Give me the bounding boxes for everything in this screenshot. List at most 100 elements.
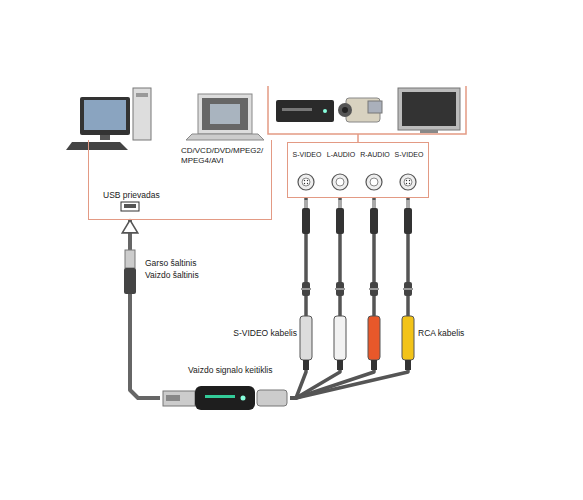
video-converter	[166, 395, 180, 401]
av-sockets	[409, 183, 410, 184]
usb-plug	[124, 250, 136, 294]
cable-plugs	[370, 208, 378, 234]
cable-plugs	[338, 200, 342, 208]
av-sockets	[298, 174, 314, 190]
av-cable	[290, 198, 408, 398]
av-sockets	[400, 174, 416, 190]
part-label: USB prievadas	[103, 190, 160, 200]
camcorder	[338, 98, 382, 122]
cable-plugs	[302, 282, 310, 296]
av-sockets	[409, 180, 410, 181]
signal-name: R-AUDIO	[360, 151, 390, 159]
av-sockets	[302, 178, 310, 186]
desktop-computer	[84, 100, 126, 130]
usb-plug	[124, 268, 136, 294]
cable-plugs	[372, 200, 376, 208]
video-converter	[205, 395, 235, 398]
cable-plugs	[368, 316, 380, 360]
av-sockets	[366, 174, 382, 190]
laptop	[202, 98, 248, 130]
av-sockets	[332, 174, 348, 190]
av-sockets	[336, 178, 344, 186]
usb-port	[124, 204, 136, 208]
signal-source: Vaizdo šaltinis	[145, 270, 199, 280]
cable-plugs	[300, 200, 414, 370]
laptop	[210, 104, 240, 124]
av-sockets	[298, 174, 416, 190]
cable-plugs	[371, 360, 377, 370]
device-bracket	[357, 134, 359, 142]
cable-plugs	[304, 200, 308, 208]
device-bracket	[268, 86, 466, 142]
cable-plugs	[301, 288, 311, 290]
cable-plugs	[369, 288, 379, 290]
av-sockets	[370, 178, 378, 186]
device-bracket	[268, 86, 466, 134]
dvd-player	[276, 100, 334, 122]
television	[420, 130, 438, 133]
av-sockets	[307, 183, 308, 184]
video-converter	[241, 396, 246, 401]
av-sockets	[406, 180, 407, 181]
dvd-player	[323, 109, 327, 113]
part-label: CD/VCD/DVD/MPEG2/ MPEG4/AVI	[181, 146, 267, 165]
av-cable	[290, 198, 374, 398]
television	[398, 88, 460, 130]
dvd-player	[276, 100, 334, 122]
cable-plugs	[403, 288, 413, 290]
cable-plugs	[336, 282, 344, 296]
computer-frame: USB prievadas CD/VCD/DVD/MPEG2/ MPEG4/AVI	[88, 140, 272, 220]
signal-name: L-AUDIO	[327, 151, 355, 159]
usb-port	[121, 202, 139, 211]
usb-port	[121, 202, 139, 211]
video-converter	[163, 386, 287, 410]
laptop	[186, 94, 264, 140]
laptop	[198, 94, 252, 134]
camcorder	[368, 101, 382, 113]
signal-name: S-VIDEO	[293, 151, 322, 159]
video-converter	[163, 391, 195, 406]
cable-plugs	[302, 208, 310, 234]
signal-name: S-VIDEO	[395, 151, 424, 159]
av-sockets	[406, 183, 407, 184]
desktop-computer	[136, 93, 148, 97]
connector-panel: S-VIDEO L-AUDIO R-AUDIO S-VIDEO	[287, 142, 429, 198]
camcorder	[342, 107, 348, 113]
av-sockets	[404, 178, 412, 186]
av-sockets	[304, 180, 305, 181]
usb-plug	[125, 250, 135, 268]
cable-plugs	[334, 316, 346, 360]
camcorder	[338, 103, 352, 117]
signal-source: Garso šaltinis	[145, 258, 197, 268]
desktop-computer	[66, 142, 128, 150]
dvd-player	[282, 108, 312, 111]
cable-plugs	[300, 316, 312, 360]
cable-plugs	[402, 316, 414, 360]
cable-plugs	[405, 360, 411, 370]
av-sockets	[307, 180, 308, 181]
video-converter	[195, 386, 255, 410]
cable-name: S-VIDEO kabelis	[233, 328, 297, 338]
desktop-computer	[66, 88, 151, 150]
cable-plugs	[370, 282, 378, 296]
cable-plugs	[404, 282, 412, 296]
cable-plugs	[406, 200, 410, 208]
av-cable	[290, 198, 340, 398]
usb-cable	[130, 220, 160, 398]
part-label: Vaizdo signalo keitiklis	[188, 365, 272, 375]
cable-plugs	[337, 360, 343, 370]
television	[398, 88, 460, 133]
cable-plugs	[335, 288, 345, 290]
cable-plugs	[404, 208, 412, 234]
cable-plugs	[336, 208, 344, 234]
cable-plugs	[303, 360, 309, 370]
television	[402, 92, 456, 126]
video-converter	[257, 390, 287, 406]
desktop-computer	[133, 88, 151, 140]
av-sockets	[304, 183, 305, 184]
desktop-computer	[80, 97, 130, 135]
video-converter: Vaizdo signalo keitiklis	[160, 362, 290, 412]
cable-name: RCA kabelis	[418, 328, 464, 338]
